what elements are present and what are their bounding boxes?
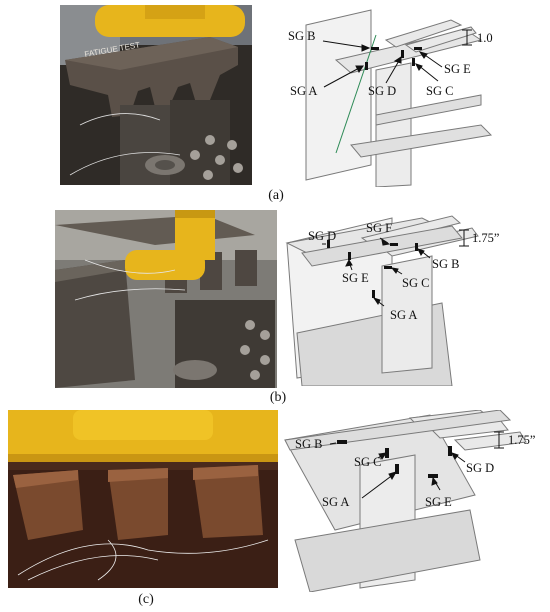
dimension-label: 1.75” (472, 231, 499, 245)
sg-label: SG D (466, 461, 494, 475)
photo-b (55, 210, 277, 388)
sg-label: SG A (390, 308, 417, 322)
sg-label: SG B (288, 29, 315, 43)
caption-a: (a) (268, 188, 284, 203)
gauge-mark (401, 50, 404, 58)
diagram-b: SG D SG F SG E SG C SG B SG A 1.75” (282, 208, 512, 386)
sg-label: SG E (444, 62, 471, 76)
sg-label: SG E (342, 271, 369, 285)
dimension-label: 1.75” (508, 433, 535, 447)
diagram-a: SG B SG A SG D SG E SG C 1.0 (276, 5, 506, 187)
sg-label: SG A (290, 84, 317, 98)
sg-label: SG C (426, 84, 453, 98)
sg-label: SG E (425, 495, 452, 509)
sg-label: SG B (295, 437, 322, 451)
gauge-mark (414, 47, 422, 50)
sg-label: SG F (366, 221, 392, 235)
sg-label: SG D (368, 84, 396, 98)
caption-b: (b) (269, 390, 287, 405)
sg-label: SG D (308, 229, 336, 243)
gauge-mark (365, 62, 368, 70)
sg-label: SG C (402, 276, 429, 290)
photo-a: FATIGUE TEST (60, 5, 252, 185)
sg-label: SG B (432, 257, 459, 271)
diagram-c: SG B SG C SG A SG D SG E 1.75” (280, 410, 548, 592)
photo-c (8, 410, 278, 588)
gauge-mark (371, 47, 379, 50)
dimension-label: 1.0 (477, 31, 493, 45)
sg-label: SG A (322, 495, 349, 509)
caption-c: (c) (138, 592, 154, 607)
sg-label: SG C (354, 455, 381, 469)
gauge-mark (412, 58, 415, 66)
